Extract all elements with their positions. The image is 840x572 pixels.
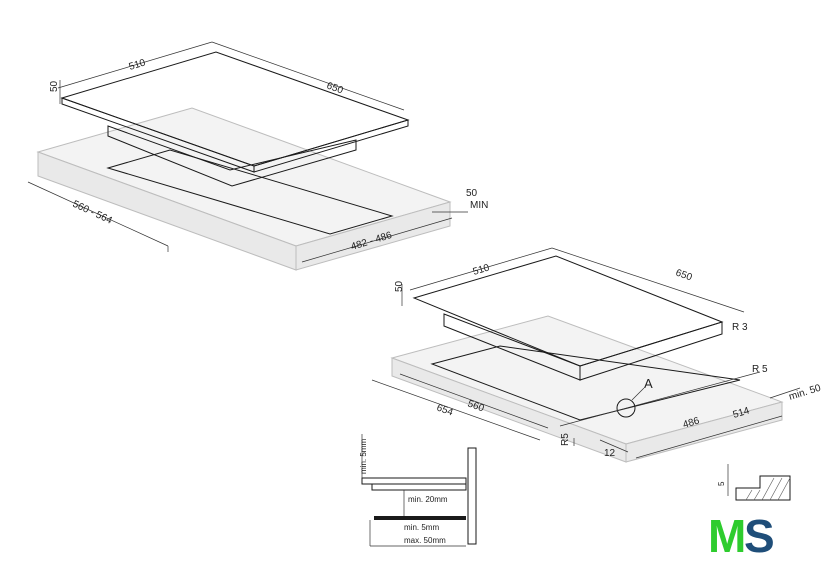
section-hob-body xyxy=(371,483,467,491)
brand-logo: M S xyxy=(708,510,775,562)
section-detail: min. 5mm min. 20mm min. 5mm max. 50mm xyxy=(359,434,477,547)
section-min-clearance-label: min. 20mm xyxy=(408,495,448,504)
top-countertop-block xyxy=(36,107,452,271)
section-top-gap-label: min. 5mm xyxy=(359,439,368,474)
top-cutout-opening xyxy=(106,149,394,235)
edge-profile xyxy=(735,475,791,501)
top-width-label: 510 xyxy=(128,57,148,73)
edge-detail: 5 xyxy=(717,464,791,501)
bottom-outer-depth-label: 654 xyxy=(435,402,455,418)
section-side-panel xyxy=(467,447,477,545)
bottom-min-gap-label: min. 50 xyxy=(788,383,823,403)
brand-logo-s: S xyxy=(744,510,775,562)
top-hob-plate xyxy=(60,51,410,187)
bottom-countertop-block xyxy=(390,315,784,463)
radius-top-label: R 3 xyxy=(732,322,748,333)
top-depth-label: 650 xyxy=(325,80,345,96)
bottom-hob-plate xyxy=(412,255,724,381)
edge-depth-label: 5 xyxy=(717,481,726,486)
bottom-width-label: 510 xyxy=(472,262,492,278)
rim-label: 12 xyxy=(604,448,616,459)
section-dimension-lines xyxy=(361,434,466,547)
bottom-dimension-lines xyxy=(371,247,801,459)
bottom-cutout-width-label: 486 xyxy=(682,415,702,431)
detail-a-marker xyxy=(616,398,636,418)
bottom-depth-label: 650 xyxy=(674,267,694,283)
radius-front-label: R5 xyxy=(560,433,571,446)
section-lower-min-label: min. 5mm xyxy=(404,523,439,532)
detail-a-label: A xyxy=(644,376,653,391)
section-lower-max-label: max. 50mm xyxy=(404,536,446,545)
brand-logo-m: M xyxy=(708,510,746,562)
section-countertop xyxy=(374,516,466,520)
top-min-gap-unit: MIN xyxy=(470,200,488,211)
top-min-gap-value: 50 xyxy=(466,188,478,199)
top-cutout-depth-label: 560 - 564 xyxy=(71,199,114,227)
radius-right-label: R 5 xyxy=(752,364,768,375)
top-thickness-label: 50 xyxy=(49,80,60,92)
bottom-thickness-label: 50 xyxy=(394,280,405,292)
top-dimension-lines xyxy=(27,41,468,263)
bottom-outer-width-label: 514 xyxy=(732,405,752,421)
bottom-cutout-opening xyxy=(430,345,741,421)
bottom-diagram: 510 650 50 R 3 R 5 R5 560 654 486 514 12… xyxy=(371,247,823,463)
top-diagram: 510 650 50 560 - 564 482 - 486 50 MIN xyxy=(27,41,488,271)
section-hob-plate xyxy=(361,477,467,485)
